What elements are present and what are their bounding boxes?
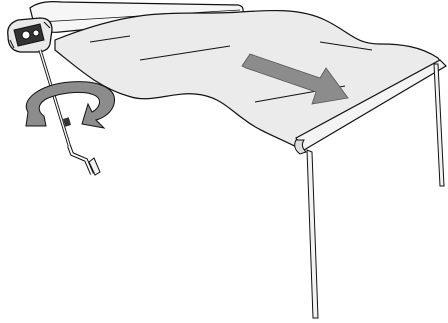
front-leg [306,149,319,319]
front-lead-rail [294,59,447,155]
awning-fabric [54,9,443,151]
support-legs [306,63,445,319]
crank-rotation-arrow [25,81,115,129]
gearbox-housing [7,17,53,53]
crank-handle [38,49,101,176]
extend-direction-arrow [241,53,349,105]
rear-leg [433,63,445,187]
